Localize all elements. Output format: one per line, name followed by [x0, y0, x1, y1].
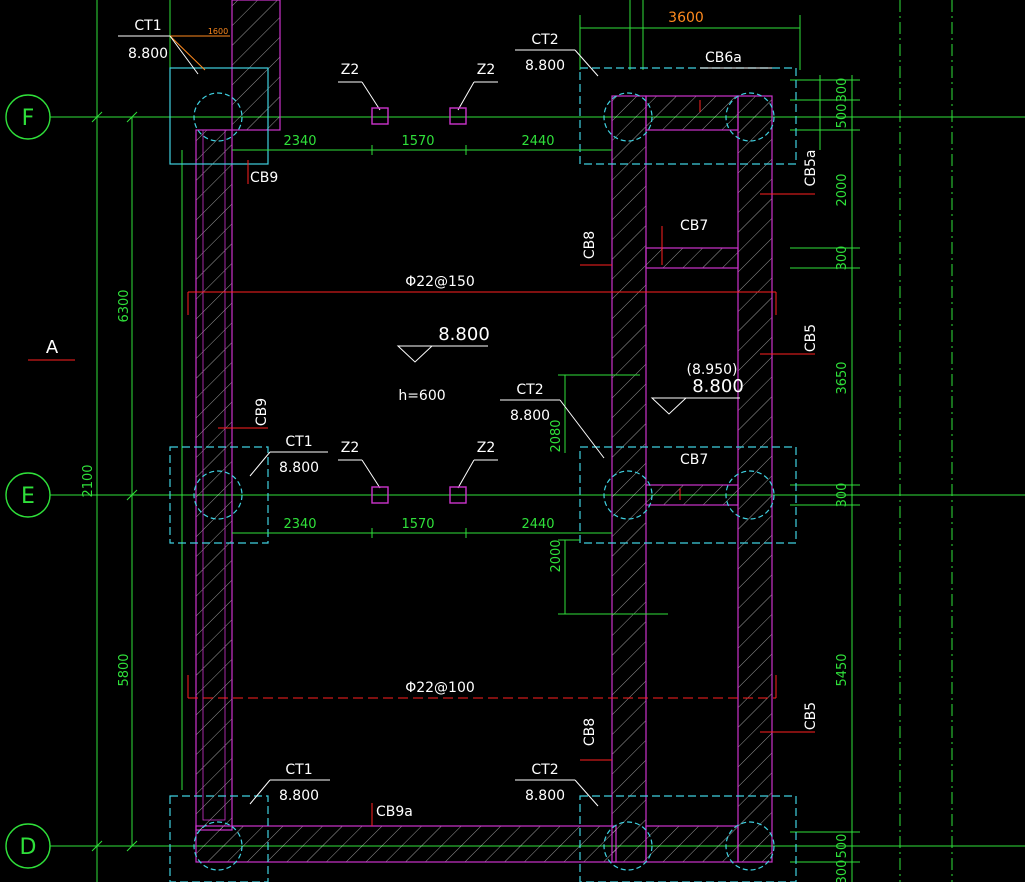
dim-300-mid-upper: 300 — [835, 246, 850, 271]
svg-text:8.800: 8.800 — [692, 376, 744, 397]
dim-1570-top: 1570 — [401, 134, 434, 149]
section-mark-A: A — [28, 337, 75, 361]
dim-6300: 6300 — [117, 289, 132, 322]
dim-500-top: 500 — [835, 104, 850, 129]
dim-2440-top: 2440 — [521, 134, 554, 149]
dim-5450: 5450 — [835, 653, 850, 686]
svg-text:8.800: 8.800 — [128, 46, 168, 62]
svg-text:8.800: 8.800 — [525, 58, 565, 74]
dim-2000-left: 2000 — [549, 539, 564, 572]
beam-label-cb7-upper: CB7 — [680, 218, 708, 234]
rebar-label-top: Φ22@150 — [405, 274, 475, 290]
svg-text:F: F — [22, 106, 35, 131]
pier-z2-top-right: Z2 — [449, 62, 498, 125]
svg-text:8.800: 8.800 — [525, 788, 565, 804]
dim-300-mid: 300 — [835, 483, 850, 508]
beam-label-cb9a: CB9a — [376, 804, 413, 820]
beam-label-cb7-lower: CB7 — [680, 452, 708, 468]
beam-label-cb9: CB9 — [250, 170, 278, 186]
top-dimension-lines — [579, 0, 801, 70]
rebar-label-bottom: Φ22@100 — [405, 680, 475, 696]
rebar-lines — [169, 35, 815, 826]
left-dimension-lines — [91, 0, 183, 882]
beam-label-cb5-lower: CB5 — [803, 702, 819, 730]
svg-text:CT2: CT2 — [516, 382, 543, 398]
dim-2080: 2080 — [549, 419, 564, 452]
svg-text:D: D — [20, 835, 37, 860]
beam-label-cb8-lower: CB8 — [582, 718, 598, 746]
pier-z2-mid-left: Z2 — [338, 440, 389, 504]
dim-2000-right: 2000 — [835, 173, 850, 206]
beam-label-cb9-vertical: CB9 — [254, 398, 270, 426]
svg-text:Z2: Z2 — [477, 62, 496, 78]
cap-label-ct2-bottom: CT2 8.800 — [515, 762, 599, 807]
svg-text:8.800: 8.800 — [279, 788, 319, 804]
dim-5800: 5800 — [117, 653, 132, 686]
svg-text:Z2: Z2 — [341, 440, 360, 456]
svg-text:8.800: 8.800 — [438, 324, 490, 345]
dim-300-top: 300 — [835, 78, 850, 103]
dim-3600: 3600 — [668, 10, 704, 26]
pile-caps — [169, 67, 797, 882]
svg-text:CT1: CT1 — [285, 434, 312, 450]
right-dimension-lines — [790, 0, 953, 882]
svg-text:A: A — [46, 337, 59, 358]
svg-text:1600: 1600 — [208, 27, 228, 36]
svg-text:CT2: CT2 — [531, 32, 558, 48]
cap-label-ct2-mid: CT2 8.800 — [500, 382, 605, 459]
piles — [193, 92, 775, 871]
walls — [195, 0, 773, 863]
svg-text:Z2: Z2 — [341, 62, 360, 78]
grid-bubble-E: E — [5, 472, 51, 518]
dim-2340-mid: 2340 — [283, 517, 316, 532]
beam-label-cb5a: CB5a — [803, 150, 819, 187]
dim-3650: 3650 — [835, 361, 850, 394]
beam-label-cb5-upper: CB5 — [803, 324, 819, 352]
dim-2440-mid: 2440 — [521, 517, 554, 532]
slab-level-marker-alt: (8.950) 8.800 — [650, 362, 744, 415]
cap-label-ct1-mid: CT1 8.800 — [249, 434, 328, 477]
slab-level-marker: 8.800 — [396, 324, 490, 363]
grid-bubble-F: F — [5, 94, 51, 140]
svg-text:8.800: 8.800 — [510, 408, 550, 424]
cap-label-ct1-bottom: CT1 8.800 — [249, 762, 330, 805]
beam-label-cb8-upper: CB8 — [582, 231, 598, 259]
svg-text:Z2: Z2 — [477, 440, 496, 456]
dim-2340-top: 2340 — [283, 134, 316, 149]
pier-z2-mid-right: Z2 — [449, 440, 498, 504]
svg-text:E: E — [21, 484, 35, 509]
pier-z2-top-left: Z2 — [338, 62, 389, 125]
slab-thickness: h=600 — [398, 388, 445, 404]
dim-300-bottom: 300 — [835, 860, 850, 882]
svg-text:CT1: CT1 — [134, 18, 161, 34]
dim-2100: 2100 — [81, 464, 96, 497]
svg-text:8.800: 8.800 — [279, 460, 319, 476]
beam-label-cb6a: CB6a — [705, 50, 742, 66]
dim-500-bottom: 500 — [835, 834, 850, 859]
svg-text:CT1: CT1 — [285, 762, 312, 778]
span-dimension-lines — [232, 145, 668, 615]
grid-bubble-D: D — [5, 823, 51, 869]
cap-label-ct1-top: CT1 8.800 1600 — [118, 18, 228, 75]
dim-1570-mid: 1570 — [401, 517, 434, 532]
svg-text:(8.950): (8.950) — [686, 362, 737, 378]
svg-text:CT2: CT2 — [531, 762, 558, 778]
cap-label-ct2-top: CT2 8.800 — [515, 32, 599, 77]
